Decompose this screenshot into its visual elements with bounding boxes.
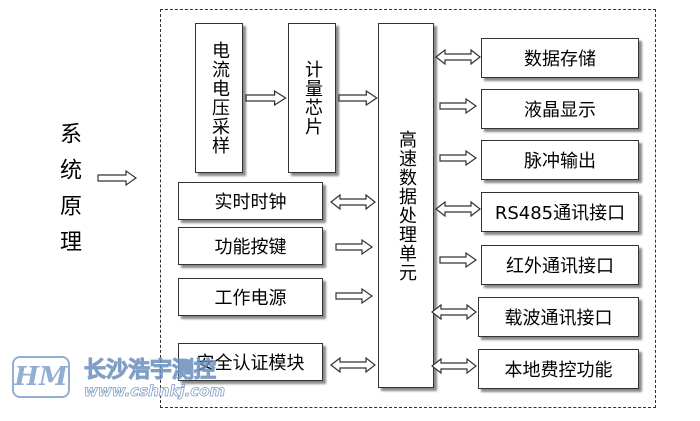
output-rs485: RS485通讯接口	[481, 192, 639, 232]
mcu-label: 高速数据处理单元	[396, 129, 417, 282]
watermark-company-name: 长沙浩宇测控	[83, 358, 217, 384]
output-lcd-display: 液晶显示	[481, 89, 639, 129]
watermark-logo: HM	[12, 356, 70, 398]
arrow-mcu-lcd	[439, 98, 477, 114]
arrow-mcu-pulse	[439, 150, 477, 166]
output-label: 液晶显示	[524, 100, 596, 121]
power-block: 工作电源	[178, 278, 323, 316]
security-label: 安全认证模块	[196, 353, 305, 374]
arrow-mcu-infrared	[439, 252, 477, 268]
output-carrier: 载波通讯接口	[478, 297, 639, 337]
arrow-mcu-prepay	[431, 358, 477, 374]
power-label: 工作电源	[214, 288, 287, 309]
output-data-storage: 数据存储	[481, 38, 639, 78]
metering-chip-label: 计量芯片	[302, 60, 323, 136]
rtc-block: 实时时钟	[178, 182, 323, 220]
output-label: 脉冲输出	[524, 151, 596, 172]
output-label: 本地费控功能	[504, 360, 613, 381]
watermark-url: www.cshnkj.com	[84, 382, 226, 401]
output-label: 数据存储	[524, 49, 596, 70]
keys-block: 功能按键	[178, 227, 323, 265]
arrow-power-to-mcu	[335, 288, 373, 304]
arrow-mcu-storage	[435, 49, 481, 65]
output-infrared: 红外通讯接口	[481, 245, 639, 285]
current-voltage-sampling-block: 电流电压采样	[195, 23, 243, 173]
watermark: HM 长沙浩宇测控 www.cshnkj.com	[0, 340, 330, 421]
arrow-sampling-to-chip	[245, 90, 287, 106]
system-principle-label: 系统原理	[56, 122, 81, 266]
output-label: 红外通讯接口	[506, 256, 614, 277]
rtc-label: 实时时钟	[214, 192, 287, 213]
arrow-mcu-carrier	[431, 304, 477, 320]
metering-chip-block: 计量芯片	[288, 23, 336, 173]
output-label: RS485通讯接口	[494, 203, 626, 224]
arrow-system-input	[97, 169, 138, 187]
system-frame	[160, 9, 656, 408]
arrow-chip-to-mcu	[338, 90, 378, 106]
security-block: 安全认证模块	[178, 343, 323, 381]
arrow-security-mcu	[330, 357, 376, 373]
arrow-rtc-mcu	[330, 194, 376, 210]
mcu-block: 高速数据处理单元	[378, 23, 434, 388]
output-label: 载波通讯接口	[504, 308, 613, 329]
output-local-prepay: 本地费控功能	[478, 349, 639, 389]
arrow-keys-to-mcu	[335, 239, 373, 255]
current-voltage-sampling-label: 电流电压采样	[209, 41, 230, 155]
keys-label: 功能按键	[214, 237, 287, 258]
output-pulse: 脉冲输出	[481, 140, 639, 180]
arrow-mcu-rs485	[435, 201, 481, 217]
